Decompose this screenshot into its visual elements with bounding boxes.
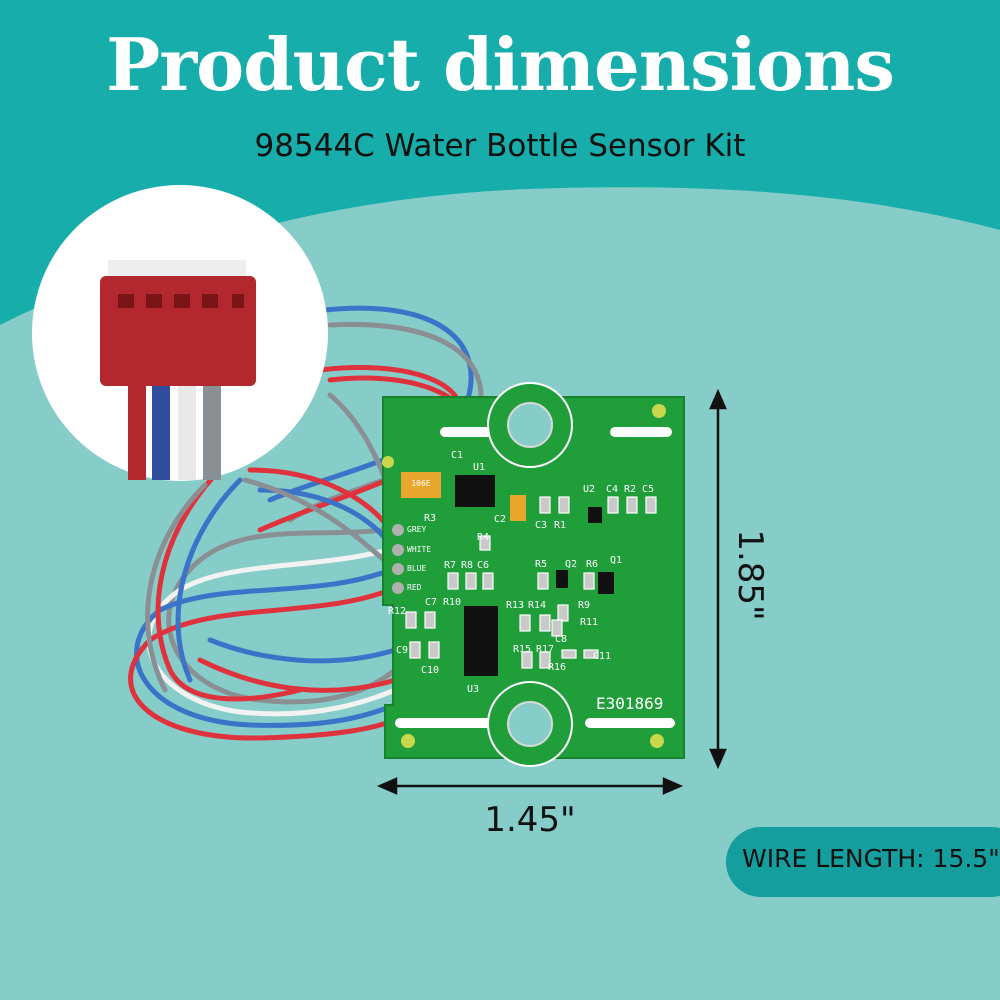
wire-length-label: WIRE LENGTH: 15.5": [742, 844, 1000, 873]
connector-closeup: [32, 185, 328, 481]
svg-text:U1: U1: [473, 462, 485, 473]
connector-housing: [100, 276, 256, 386]
svg-text:R14: R14: [528, 600, 546, 611]
svg-text:R9: R9: [578, 600, 590, 611]
svg-text:C11: C11: [593, 651, 611, 662]
sensor-pcb: 106E GREY WHITE BLUE RED C1 U1 R: [382, 382, 685, 767]
svg-text:R12: R12: [388, 606, 406, 617]
svg-text:R11: R11: [580, 617, 598, 628]
wire-label-white: WHITE: [407, 545, 431, 554]
svg-text:Q2: Q2: [565, 559, 577, 570]
svg-text:R13: R13: [506, 600, 524, 611]
ic-u3: [464, 606, 498, 676]
svg-text:R8: R8: [461, 560, 473, 571]
svg-text:C10: C10: [421, 665, 439, 676]
capacitor-marking: 106E: [411, 479, 430, 488]
tantalum-capacitor-c1: [401, 472, 441, 498]
svg-text:C5: C5: [642, 484, 654, 495]
svg-text:C2: C2: [494, 514, 506, 525]
wire-label-grey: GREY: [407, 525, 426, 534]
wire-label-blue: BLUE: [407, 564, 426, 573]
svg-text:C8: C8: [555, 634, 567, 645]
svg-text:R3: R3: [424, 513, 436, 524]
svg-text:U3: U3: [467, 684, 479, 695]
svg-text:C1: C1: [451, 450, 463, 461]
width-dimension-arrow: [376, 777, 684, 795]
silkscreen-labels: C1 U1 R3 R4 C2 C3 R1 U2 C4 R2 C5 R7 R8 C…: [388, 450, 654, 695]
svg-text:Q1: Q1: [610, 555, 622, 566]
wire-length-badge: [726, 827, 1000, 897]
svg-text:R10: R10: [443, 597, 461, 608]
svg-text:R2: R2: [624, 484, 636, 495]
svg-text:R17: R17: [536, 644, 554, 655]
svg-text:C4: C4: [606, 484, 618, 495]
svg-text:R15: R15: [513, 644, 531, 655]
svg-text:C7: C7: [425, 597, 437, 608]
wire-label-red: RED: [407, 583, 422, 592]
svg-text:R6: R6: [586, 559, 598, 570]
width-dimension: 1.45": [484, 800, 576, 840]
svg-text:R7: R7: [444, 560, 456, 571]
svg-text:C3: C3: [535, 520, 547, 531]
svg-text:U2: U2: [583, 484, 595, 495]
product-subtitle: 98544C Water Bottle Sensor Kit: [254, 128, 746, 164]
svg-text:R1: R1: [554, 520, 566, 531]
svg-text:R5: R5: [535, 559, 547, 570]
part-number: E301869: [596, 694, 663, 713]
svg-text:R4: R4: [477, 532, 489, 543]
height-dimension: 1.85": [730, 529, 770, 621]
height-dimension-arrow: [709, 388, 727, 770]
svg-text:C9: C9: [396, 645, 408, 656]
voltage-regulator-u1: [455, 475, 495, 507]
page-title: Product dimensions: [106, 22, 895, 107]
svg-text:C6: C6: [477, 560, 489, 571]
svg-text:R16: R16: [548, 662, 566, 673]
